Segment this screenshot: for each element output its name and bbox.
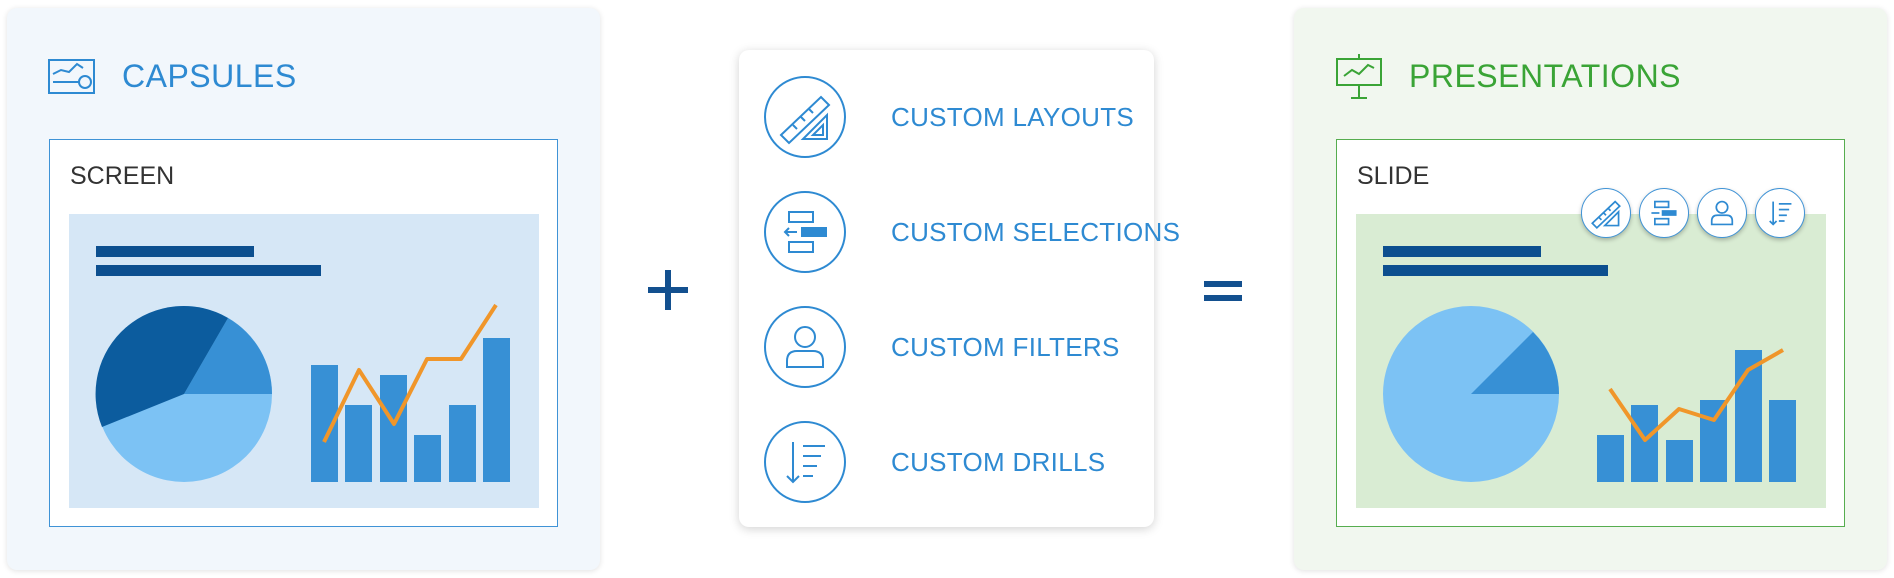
bar (449, 405, 476, 482)
feature-label: CUSTOM FILTERS (891, 332, 1120, 362)
bar (345, 405, 372, 482)
title-bar-line (1383, 246, 1541, 257)
feature-custom-drills: CUSTOM DRILLS (763, 420, 1143, 506)
capsules-panel: CAPSULES SCREEN (7, 8, 600, 570)
bar (1666, 440, 1693, 482)
bar (1597, 435, 1624, 482)
ruler-triangle-icon (1581, 188, 1631, 238)
screen-canvas (69, 214, 539, 508)
presentations-title: PRESENTATIONS (1409, 58, 1682, 94)
custom-features-card: CUSTOM LAYOUTS CUSTOM SELECTIONS CUSTOM … (739, 50, 1180, 527)
trend-line (322, 303, 498, 443)
presentations-panel: PRESENTATIONS SLIDE (1294, 8, 1887, 570)
bar (483, 338, 510, 482)
user-filter-icon (763, 305, 847, 389)
bar (1769, 400, 1796, 482)
trend-line (1608, 348, 1784, 442)
bar (414, 435, 441, 482)
dashboard-icon (47, 54, 97, 100)
pie-slice-mid (1471, 332, 1559, 394)
subtitle-bar-line (96, 265, 321, 276)
feature-custom-selections: CUSTOM SELECTIONS (763, 190, 1180, 276)
feature-label: CUSTOM LAYOUTS (891, 102, 1135, 132)
feature-label: CUSTOM DRILLS (891, 447, 1106, 477)
user-filter-icon (1697, 188, 1747, 238)
slide-canvas (1356, 214, 1826, 508)
drill-down-icon (1755, 188, 1805, 238)
applied-customizations (1581, 188, 1821, 242)
bar (380, 375, 407, 482)
selection-icon (763, 190, 847, 274)
feature-label: CUSTOM SELECTIONS (891, 217, 1181, 247)
pie-slice-mid (184, 318, 272, 394)
pie-chart (95, 305, 272, 482)
bar-chart (311, 338, 510, 482)
slide-frame: SLIDE (1336, 139, 1845, 527)
screen-label: SCREEN (70, 162, 175, 190)
bar (1631, 405, 1658, 482)
pie-slice-dark (95, 305, 229, 427)
feature-custom-filters: CUSTOM FILTERS (763, 305, 1143, 391)
subtitle-bar-line (1383, 265, 1608, 276)
bar (1700, 400, 1727, 482)
title-bar-line (96, 246, 254, 257)
equals-sign (1198, 250, 1248, 330)
feature-custom-layouts: CUSTOM LAYOUTS (763, 75, 1143, 161)
pie-chart (1383, 306, 1559, 482)
drill-down-icon (763, 420, 847, 504)
screen-frame: SCREEN (49, 139, 558, 527)
presentation-board-icon (1334, 54, 1384, 100)
plus-sign (645, 250, 695, 330)
slide-label: SLIDE (1357, 162, 1430, 190)
capsules-title: CAPSULES (122, 58, 297, 94)
selection-icon (1639, 188, 1689, 238)
ruler-triangle-icon (763, 75, 847, 159)
